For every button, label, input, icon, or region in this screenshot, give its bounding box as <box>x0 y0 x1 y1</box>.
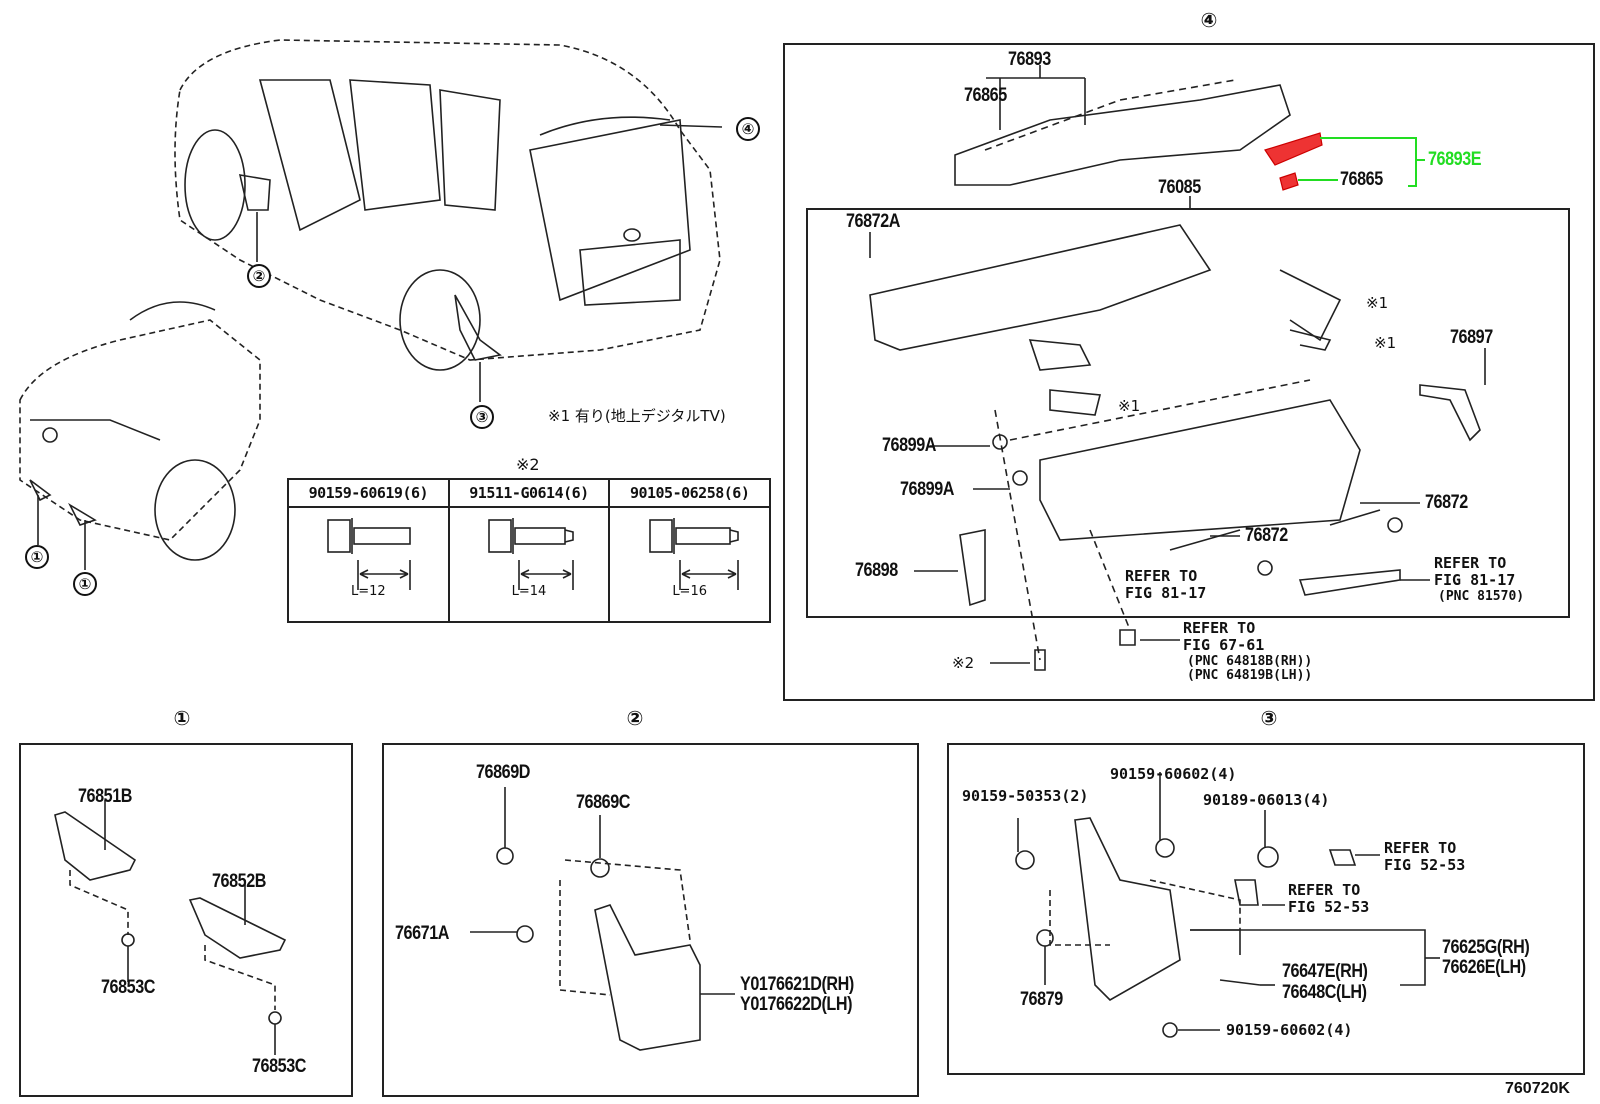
marker-1a: ※1 <box>1366 294 1389 312</box>
label-76671A[interactable]: 76671A <box>395 923 450 944</box>
refer-pnc: (PNC 81570) <box>1438 588 1525 604</box>
label-76865-red[interactable]: 76865 <box>1340 169 1383 190</box>
label-76898[interactable]: 76898 <box>855 560 898 581</box>
label-76869D[interactable]: 76869D <box>476 762 531 783</box>
refer-pnc-lh: (PNC 64819B(LH)) <box>1187 668 1313 684</box>
refer-pnc-rh: (PNC 64818B(RH)) <box>1187 653 1313 669</box>
label-76625G-rh[interactable]: 76625G(RH) <box>1442 937 1530 958</box>
refer-fig-67-61[interactable]: REFER TO FIG 67-61 (PNC 64818B(RH)) (PNC… <box>1183 619 1313 684</box>
callout-3[interactable]: ③ <box>470 405 494 429</box>
bolt-length-3: L=16 <box>672 584 707 599</box>
figure-code: 760720K <box>1505 1080 1570 1097</box>
marker-2: ※2 <box>952 654 975 672</box>
label-Y0176621D-rh[interactable]: Y0176621D(RH) <box>740 974 854 995</box>
label-76872A[interactable]: 76872A <box>846 211 901 232</box>
bolt-length-1: L=12 <box>350 584 386 599</box>
bolt-icon <box>648 518 739 590</box>
bolt-part-3[interactable]: 90105-06258(6) <box>608 478 771 508</box>
refer-fig-81-17-a[interactable]: REFER TO FIG 81-17 <box>1125 567 1207 603</box>
section-1-title: ① <box>170 708 194 732</box>
bolt-icon <box>488 518 574 590</box>
bolt-icon <box>327 518 412 590</box>
label-76626E-lh[interactable]: 76626E(LH) <box>1442 957 1526 978</box>
note-2-marker: ※2 <box>516 455 540 474</box>
bolt-table: 90159-60619(6) 91511-G0614(6) 90105-0625… <box>287 478 771 623</box>
label-76852B[interactable]: 76852B <box>212 871 267 892</box>
label-76853C-1[interactable]: 76853C <box>101 977 156 998</box>
label-90159-60602-top[interactable]: 90159-60602(4) <box>1110 765 1237 783</box>
refer-fig-52-53-b[interactable]: REFER TO FIG 52-53 <box>1288 881 1370 917</box>
label-76872-1[interactable]: 76872 <box>1425 492 1468 513</box>
refer-fig: FIG 52-53 <box>1288 898 1370 917</box>
label-76899A-2[interactable]: 76899A <box>900 479 955 500</box>
label-76893[interactable]: 76893 <box>1008 49 1051 70</box>
label-76872-2[interactable]: 76872 <box>1245 525 1288 546</box>
marker-1c: ※1 <box>1118 397 1141 415</box>
label-76879[interactable]: 76879 <box>1020 989 1063 1010</box>
label-76893E[interactable]: 76893E <box>1428 149 1482 170</box>
callout-1a[interactable]: ① <box>25 545 49 569</box>
label-76851B[interactable]: 76851B <box>78 786 133 807</box>
section-4-title: ④ <box>1197 10 1221 34</box>
refer-fig-52-53-a[interactable]: REFER TO FIG 52-53 <box>1384 839 1466 875</box>
label-Y0176622D-lh[interactable]: Y0176622D(LH) <box>740 994 853 1015</box>
section-3-title: ③ <box>1257 708 1281 732</box>
note-1-text: ※1 有り(地上デジタルTV) <box>548 407 726 425</box>
label-76899A-1[interactable]: 76899A <box>882 435 937 456</box>
label-76865-top[interactable]: 76865 <box>964 85 1007 106</box>
callout-4[interactable]: ④ <box>736 117 760 141</box>
bolt-part-2[interactable]: 91511-G0614(6) <box>447 478 611 508</box>
label-90189-06013[interactable]: 90189-06013(4) <box>1203 791 1330 809</box>
section-1-frame <box>19 743 353 1097</box>
refer-fig-81-17-b[interactable]: REFER TO FIG 81-17 (PNC 81570) <box>1434 554 1525 604</box>
refer-text: REFER TO <box>1125 567 1198 585</box>
label-76897[interactable]: 76897 <box>1450 327 1493 348</box>
bolt-part-1[interactable]: 90159-60619(6) <box>287 478 450 508</box>
label-76853C-2[interactable]: 76853C <box>252 1056 307 1077</box>
bolt-cell-2: L=14 <box>447 506 611 623</box>
refer-text: REFER TO <box>1183 619 1256 637</box>
highlighted-part-76893E <box>1264 132 1323 191</box>
refer-fig: FIG 81-17 <box>1125 584 1207 603</box>
bolt-cell-1: L=12 <box>287 506 450 623</box>
refer-fig: FIG 67-61 <box>1183 636 1265 655</box>
label-90159-60602-bottom[interactable]: 90159-60602(4) <box>1226 1021 1353 1039</box>
label-76648C-lh[interactable]: 76648C(LH) <box>1282 982 1367 1003</box>
refer-text: REFER TO <box>1384 839 1457 857</box>
callout-1b[interactable]: ① <box>73 572 97 596</box>
label-76647E-rh[interactable]: 76647E(RH) <box>1282 961 1368 982</box>
callout-2[interactable]: ② <box>247 264 271 288</box>
section-2-frame <box>382 743 919 1097</box>
bolt-cell-3: L=16 <box>608 506 771 623</box>
section-4-inner-frame <box>806 208 1570 618</box>
suv-rear-outline <box>174 39 721 361</box>
marker-1b: ※1 <box>1374 334 1397 352</box>
label-76085[interactable]: 76085 <box>1158 177 1201 198</box>
refer-text: REFER TO <box>1288 881 1361 899</box>
section-2-title: ② <box>623 708 647 732</box>
label-76869C[interactable]: 76869C <box>576 792 631 813</box>
bolt-length-2: L=14 <box>511 584 547 599</box>
refer-text: REFER TO <box>1434 554 1507 572</box>
refer-fig: FIG 52-53 <box>1384 856 1466 875</box>
section-4-frame <box>783 43 1595 701</box>
suv-front-outline <box>19 319 261 541</box>
green-leader <box>1298 137 1425 187</box>
section-3-frame <box>947 743 1585 1075</box>
refer-fig: FIG 81-17 <box>1434 571 1516 590</box>
label-90159-50353[interactable]: 90159-50353(2) <box>962 787 1089 805</box>
